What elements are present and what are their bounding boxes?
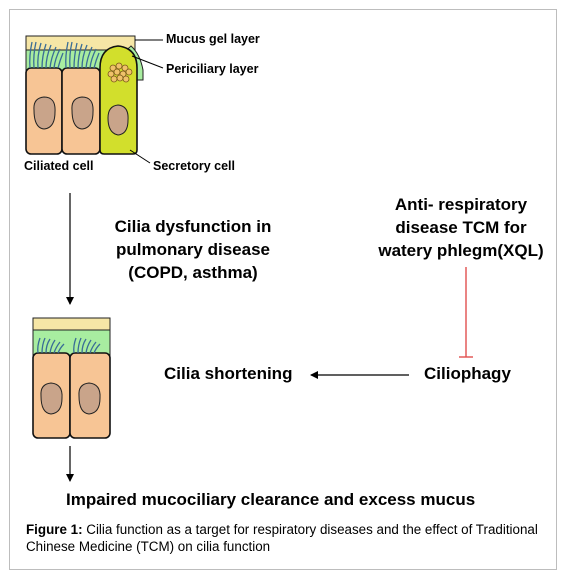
mucus-layer-thin bbox=[32, 317, 111, 331]
periciliary-layer-thin bbox=[32, 329, 111, 357]
cilia-short bbox=[37, 337, 101, 354]
label-cilia-shortening: Cilia shortening bbox=[164, 364, 293, 383]
label-periciliary-layer: Periciliary layer bbox=[166, 62, 259, 76]
label-cilia-dysfunction: Cilia dysfunction in pulmonary disease (… bbox=[114, 217, 272, 282]
secretory-cell bbox=[99, 45, 138, 155]
cilia-top bbox=[29, 41, 100, 69]
label-secretory-cell: Secretory cell bbox=[153, 159, 235, 173]
top-epithelium bbox=[25, 35, 164, 164]
figure-frame bbox=[9, 9, 557, 570]
mucus-granules bbox=[107, 62, 133, 83]
bottom-epithelium bbox=[32, 317, 111, 439]
label-impaired-clearance: Impaired mucociliary clearance and exces… bbox=[66, 490, 476, 509]
nucleus-2 bbox=[71, 96, 94, 130]
nucleus-1 bbox=[33, 96, 56, 130]
label-anti-respiratory-tcm: Anti- respiratory disease TCM for watery… bbox=[378, 195, 544, 260]
label-ciliophagy: Ciliophagy bbox=[424, 364, 511, 383]
label-mucus-gel-layer: Mucus gel layer bbox=[166, 32, 260, 46]
caption-text: Cilia function as a target for respirato… bbox=[26, 522, 538, 554]
caption-prefix: Figure 1: bbox=[26, 522, 83, 537]
nucleus-3 bbox=[107, 104, 129, 136]
nucleus-5 bbox=[78, 382, 101, 415]
nucleus-4 bbox=[40, 382, 63, 415]
inhibition-line bbox=[459, 267, 473, 358]
label-ciliated-cell: Ciliated cell bbox=[24, 159, 94, 173]
figure-caption: Figure 1: Cilia function as a target for… bbox=[26, 521, 546, 555]
